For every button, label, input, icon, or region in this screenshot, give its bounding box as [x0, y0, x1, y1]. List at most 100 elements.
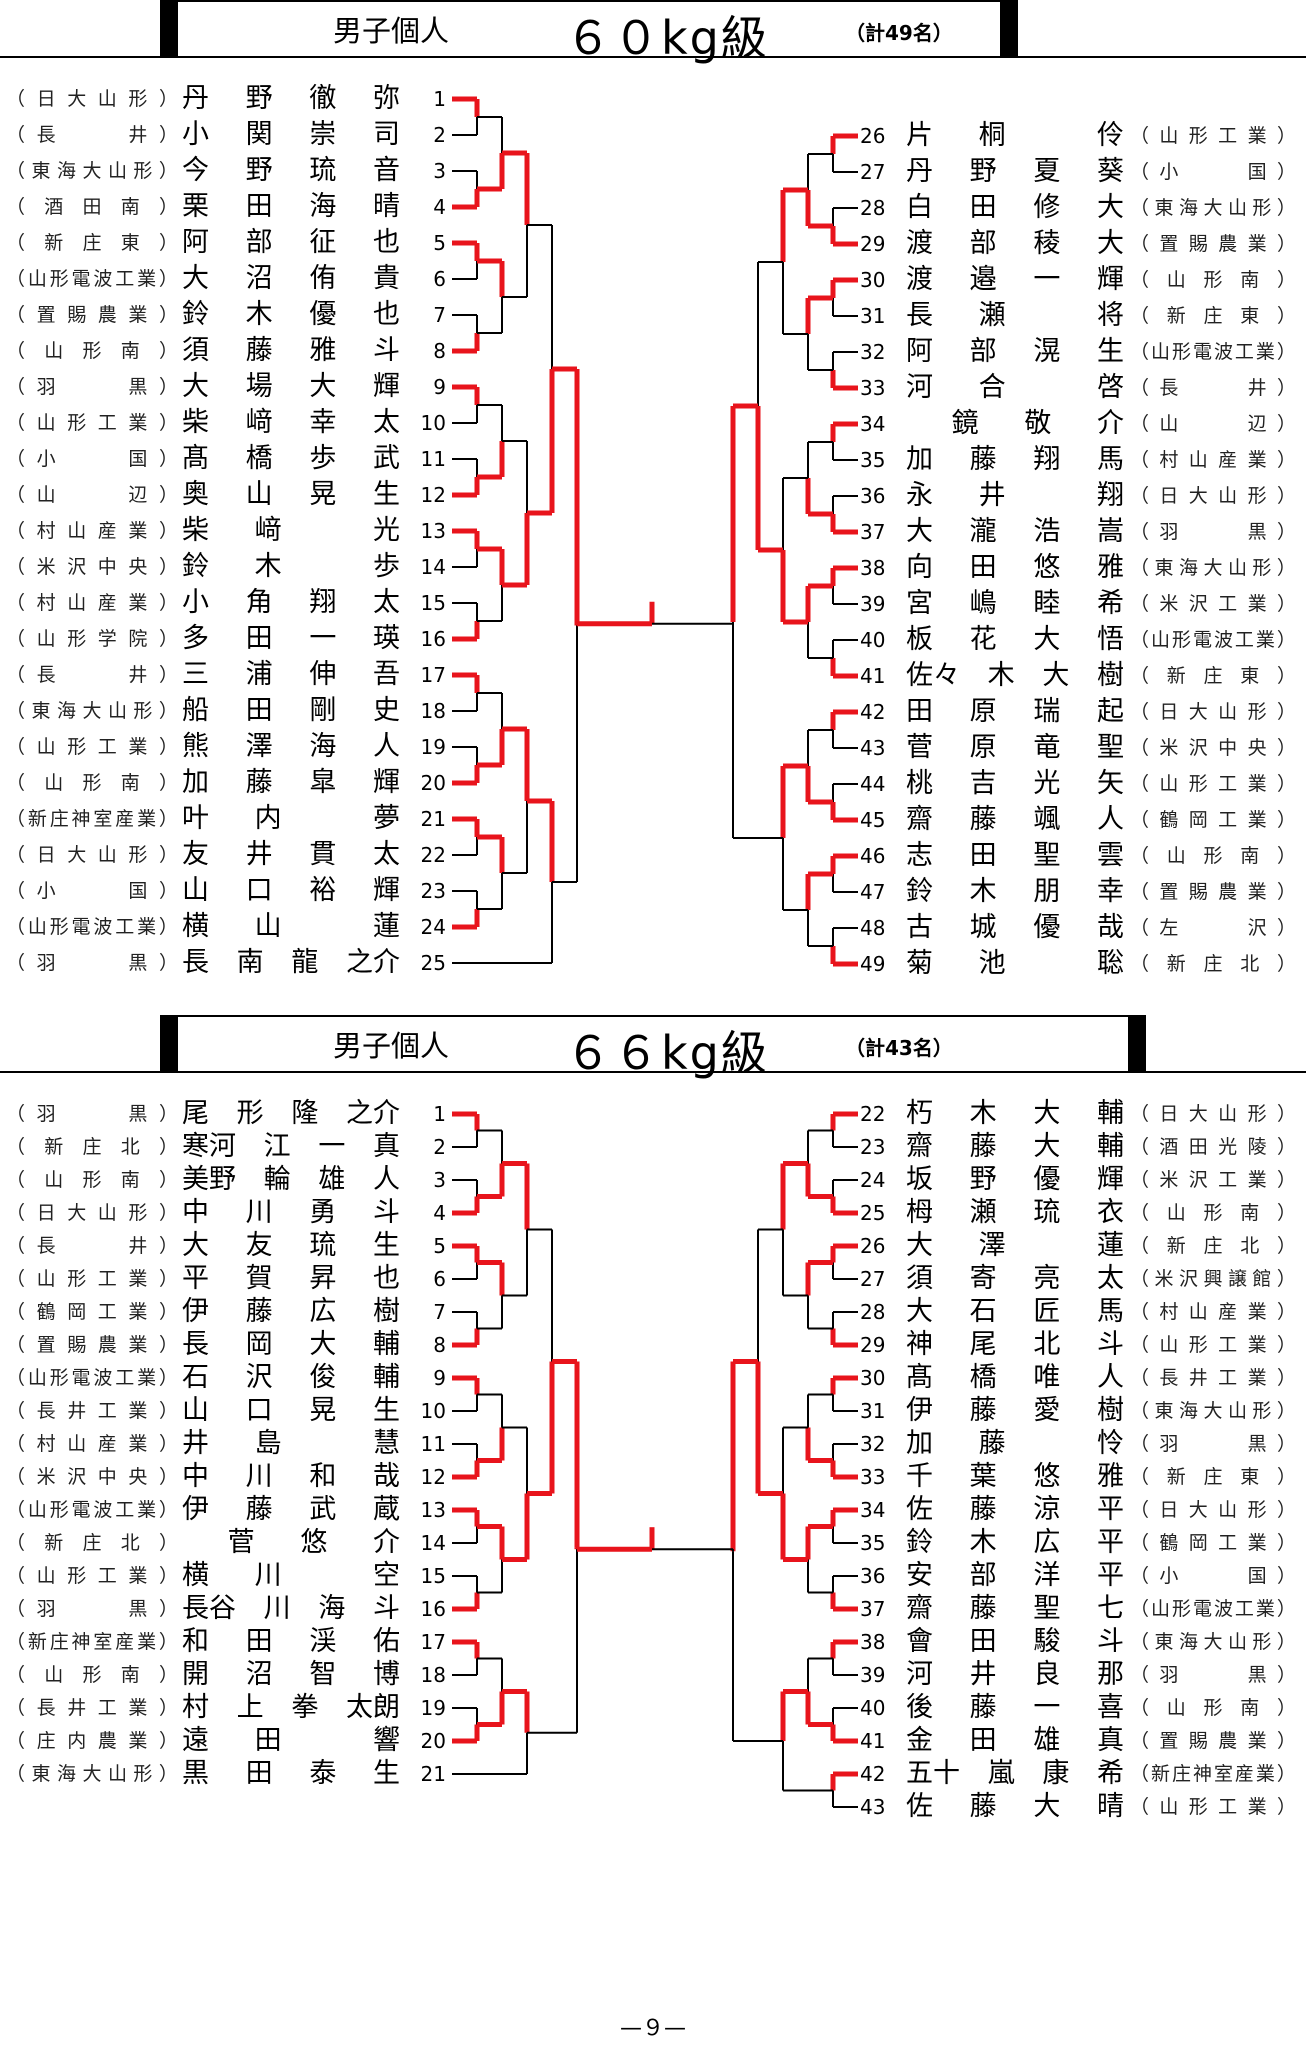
athlete-name: 横山蓮 — [182, 911, 400, 942]
school-name: （山形工業） — [6, 1565, 178, 1587]
athlete-name: 中川和哉 — [182, 1461, 400, 1492]
seed-number: 5 — [433, 231, 446, 255]
seed-number: 19 — [420, 735, 446, 759]
seed-number: 17 — [420, 1630, 446, 1654]
seed-number: 28 — [860, 196, 886, 220]
athlete-name: 伊藤広樹 — [182, 1296, 400, 1327]
school-name: （東海大山形） — [1130, 557, 1296, 579]
seed-number: 27 — [860, 160, 886, 184]
seed-number: 42 — [860, 700, 886, 724]
seed-number: 22 — [860, 1102, 886, 1126]
seed-number: 25 — [860, 1201, 886, 1225]
school-name: （新庄神室産業） — [1130, 1763, 1296, 1785]
seed-number: 3 — [433, 159, 446, 183]
school-name: （東海大山形） — [6, 700, 178, 722]
athlete-name: 須藤雅斗 — [182, 335, 400, 366]
school-name: （山形電波工業） — [6, 1367, 178, 1389]
athlete-name: 阿部滉生 — [906, 336, 1124, 367]
seed-number: 12 — [420, 1465, 446, 1489]
athlete-name: 阿部征也 — [182, 227, 400, 258]
seed-number: 40 — [860, 1696, 886, 1720]
seed-number: 11 — [420, 447, 446, 471]
athlete-name: 寒河江一真 — [182, 1131, 400, 1162]
school-name: （小 国） — [6, 448, 178, 470]
school-name: （長 井） — [6, 1235, 178, 1257]
seed-number: 25 — [420, 951, 446, 975]
athlete-name: 鈴木優也 — [182, 299, 400, 330]
school-name: （山形工業） — [1130, 125, 1296, 147]
seed-number: 46 — [860, 844, 886, 868]
athlete-name: 朽木大輔 — [906, 1098, 1124, 1129]
seed-number: 39 — [860, 1663, 886, 1687]
seed-number: 28 — [860, 1300, 886, 1324]
athlete-name: 白田修大 — [906, 192, 1124, 223]
seed-number: 9 — [433, 1366, 446, 1390]
seed-number: 19 — [420, 1696, 446, 1720]
entry-count: （計43名） — [845, 1036, 953, 1060]
seed-number: 4 — [433, 195, 446, 219]
school-name: （山形南） — [1130, 1697, 1296, 1719]
seed-number: 11 — [420, 1432, 446, 1456]
athlete-name: 佐藤大晴 — [906, 1791, 1124, 1822]
seed-number: 40 — [860, 628, 886, 652]
school-name: （長井工業） — [6, 1400, 178, 1422]
weight-class: ６６kg級 — [565, 1026, 769, 1080]
school-name: （新庄神室産業） — [6, 1631, 178, 1653]
school-name: （村山産業） — [6, 520, 178, 542]
athlete-name: 大友琉生 — [182, 1230, 400, 1261]
school-name: （羽 黒） — [1130, 1664, 1296, 1686]
seed-number: 24 — [420, 915, 446, 939]
athlete-name: 井島慧 — [182, 1428, 400, 1459]
school-name: （置賜農業） — [1130, 881, 1296, 903]
school-name: （長 井） — [6, 124, 178, 146]
school-name: （東海大山形） — [1130, 1631, 1296, 1653]
school-name: （新庄北） — [6, 1532, 178, 1554]
seed-number: 3 — [433, 1168, 446, 1192]
athlete-name: 船田剛史 — [182, 695, 400, 726]
seed-number: 20 — [420, 1729, 446, 1753]
school-name: （長井工業） — [1130, 1367, 1296, 1389]
athlete-name: 佐藤涼平 — [906, 1494, 1124, 1525]
school-name: （羽 黒） — [6, 952, 178, 974]
seed-number: 16 — [420, 1597, 446, 1621]
seed-number: 7 — [433, 1300, 446, 1324]
athlete-name: 金田雄真 — [906, 1725, 1124, 1756]
athlete-name: 大瀧浩嵩 — [906, 516, 1124, 547]
athlete-name: 坂野優輝 — [906, 1164, 1124, 1195]
seed-number: 38 — [860, 556, 886, 580]
athlete-name: 和田渓佑 — [182, 1626, 400, 1657]
school-name: （小 国） — [6, 880, 178, 902]
school-name: （山 辺） — [6, 484, 178, 506]
athlete-name: 加藤怜 — [906, 1428, 1124, 1459]
athlete-name: 長岡大輔 — [182, 1329, 400, 1360]
athlete-name: 大石匠馬 — [906, 1296, 1124, 1327]
seed-number: 15 — [420, 1564, 446, 1588]
seed-number: 9 — [433, 375, 446, 399]
school-name: （東海大山形） — [6, 1763, 178, 1785]
